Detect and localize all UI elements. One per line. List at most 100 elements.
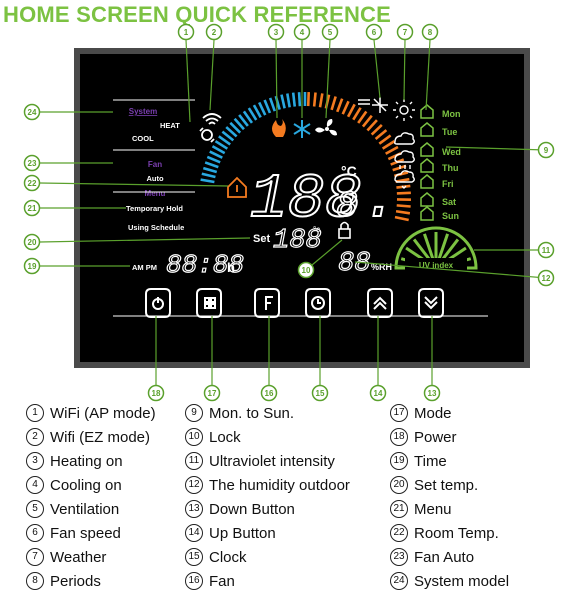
period-icon xyxy=(420,104,434,119)
callout-15-number: 15 xyxy=(316,389,325,398)
rain-cloud-icon xyxy=(394,150,415,169)
snow-cloud-icon xyxy=(394,170,415,189)
menu-label: Menu xyxy=(145,189,166,198)
cooling-tick xyxy=(247,107,258,121)
cooling-tick xyxy=(238,114,249,127)
legend-label: Time xyxy=(414,452,447,470)
legend-label: WiFi (AP mode) xyxy=(50,404,156,422)
heating-tick xyxy=(336,98,344,113)
legend-label: Set temp. xyxy=(414,476,479,494)
using-schedule-label: Using Schedule xyxy=(128,223,184,232)
clock-button[interactable] xyxy=(305,288,331,318)
legend-number: 3 xyxy=(26,452,44,470)
callout-18-number: 18 xyxy=(152,389,161,398)
snowflake-icon xyxy=(293,120,311,138)
callout-14-number: 14 xyxy=(374,389,383,398)
callout-19-number: 19 xyxy=(28,262,37,271)
fan-speed-icon xyxy=(358,97,388,113)
heating-tick xyxy=(395,177,410,183)
legend-label: Clock xyxy=(209,548,247,566)
legend-label: Fan xyxy=(209,572,235,590)
legend-number: 18 xyxy=(390,428,408,446)
heating-tick xyxy=(312,92,317,107)
fan-button[interactable] xyxy=(254,288,280,318)
sun-icon xyxy=(393,99,415,121)
down-button[interactable] xyxy=(418,288,444,318)
day-fri: Fri xyxy=(442,179,454,189)
callout-24-number: 24 xyxy=(28,108,37,117)
callout-8-number: 8 xyxy=(428,28,433,37)
legend-number: 6 xyxy=(26,524,44,542)
heating-tick xyxy=(385,145,399,155)
mode-button[interactable] xyxy=(196,288,222,318)
callout-12-circle xyxy=(537,269,555,287)
legend-label: Up Button xyxy=(209,524,276,542)
am-pm-label: AM PM xyxy=(132,263,157,272)
ventilation-icon xyxy=(315,119,337,136)
cooling-tick xyxy=(201,172,216,179)
lock-icon xyxy=(338,221,351,239)
day-thu: Thu xyxy=(442,163,459,173)
callout-20-number: 20 xyxy=(28,238,37,247)
callout-16-number: 16 xyxy=(265,389,274,398)
legend-number: 16 xyxy=(185,572,203,590)
callout-14-circle xyxy=(369,384,387,402)
cooling-tick xyxy=(268,97,276,112)
up-button[interactable] xyxy=(367,288,393,318)
legend-label: Mode xyxy=(414,404,452,422)
cooling-tick xyxy=(204,161,219,169)
day-mon: Mon xyxy=(442,109,461,119)
callout-4-circle xyxy=(293,23,311,41)
page-title: HOME SCREEN QUICK REFERENCE xyxy=(3,2,391,27)
legend-label: Heating on xyxy=(50,452,123,470)
heating-tick xyxy=(396,204,411,208)
heating-tick xyxy=(381,140,396,150)
uv-spoke xyxy=(412,238,433,263)
cooling-tick xyxy=(291,92,297,107)
cloud-icon xyxy=(394,132,415,145)
legend-number: 8 xyxy=(26,572,44,590)
legend-label: Menu xyxy=(414,500,452,518)
callout-24-circle xyxy=(23,103,41,121)
uv-index-label: UV index xyxy=(419,261,454,270)
power-button[interactable] xyxy=(145,288,171,318)
legend-number: 21 xyxy=(390,500,408,518)
cooling-tick xyxy=(206,155,221,164)
callout-5-number: 5 xyxy=(328,28,333,37)
legend-number: 7 xyxy=(26,548,44,566)
legend-item-21: 21 Menu xyxy=(390,500,452,518)
day-sun: Sun xyxy=(442,211,459,221)
callout-9-circle xyxy=(537,141,555,159)
legend-number: 19 xyxy=(390,452,408,470)
callout-16-circle xyxy=(260,384,278,402)
cooling-tick xyxy=(297,92,302,107)
callout-11-circle xyxy=(537,241,555,259)
callout-lines xyxy=(39,39,547,393)
callout-11-number: 11 xyxy=(542,246,551,255)
legend-number: 11 xyxy=(185,452,203,470)
legend-label: Ventilation xyxy=(50,500,120,518)
system-label: System xyxy=(129,107,157,116)
legend-item-19: 19 Time xyxy=(390,452,447,470)
cooling-tick xyxy=(286,93,291,108)
humidity-unit: %RH xyxy=(371,262,392,272)
legend-number: 23 xyxy=(390,548,408,566)
heat-label: HEAT xyxy=(160,121,180,130)
wifi-ez-icon xyxy=(199,127,215,143)
callout-20-circle xyxy=(23,233,41,251)
callout-22-number: 22 xyxy=(28,179,37,188)
clock-display: 88:88 xyxy=(166,250,244,280)
callout-6-number: 6 xyxy=(372,28,377,37)
legend-label: Power xyxy=(414,428,457,446)
callout-19-circle xyxy=(23,257,41,275)
cooling-arc xyxy=(200,92,307,184)
callout-5-circle xyxy=(321,23,339,41)
legend-number: 1 xyxy=(26,404,44,422)
